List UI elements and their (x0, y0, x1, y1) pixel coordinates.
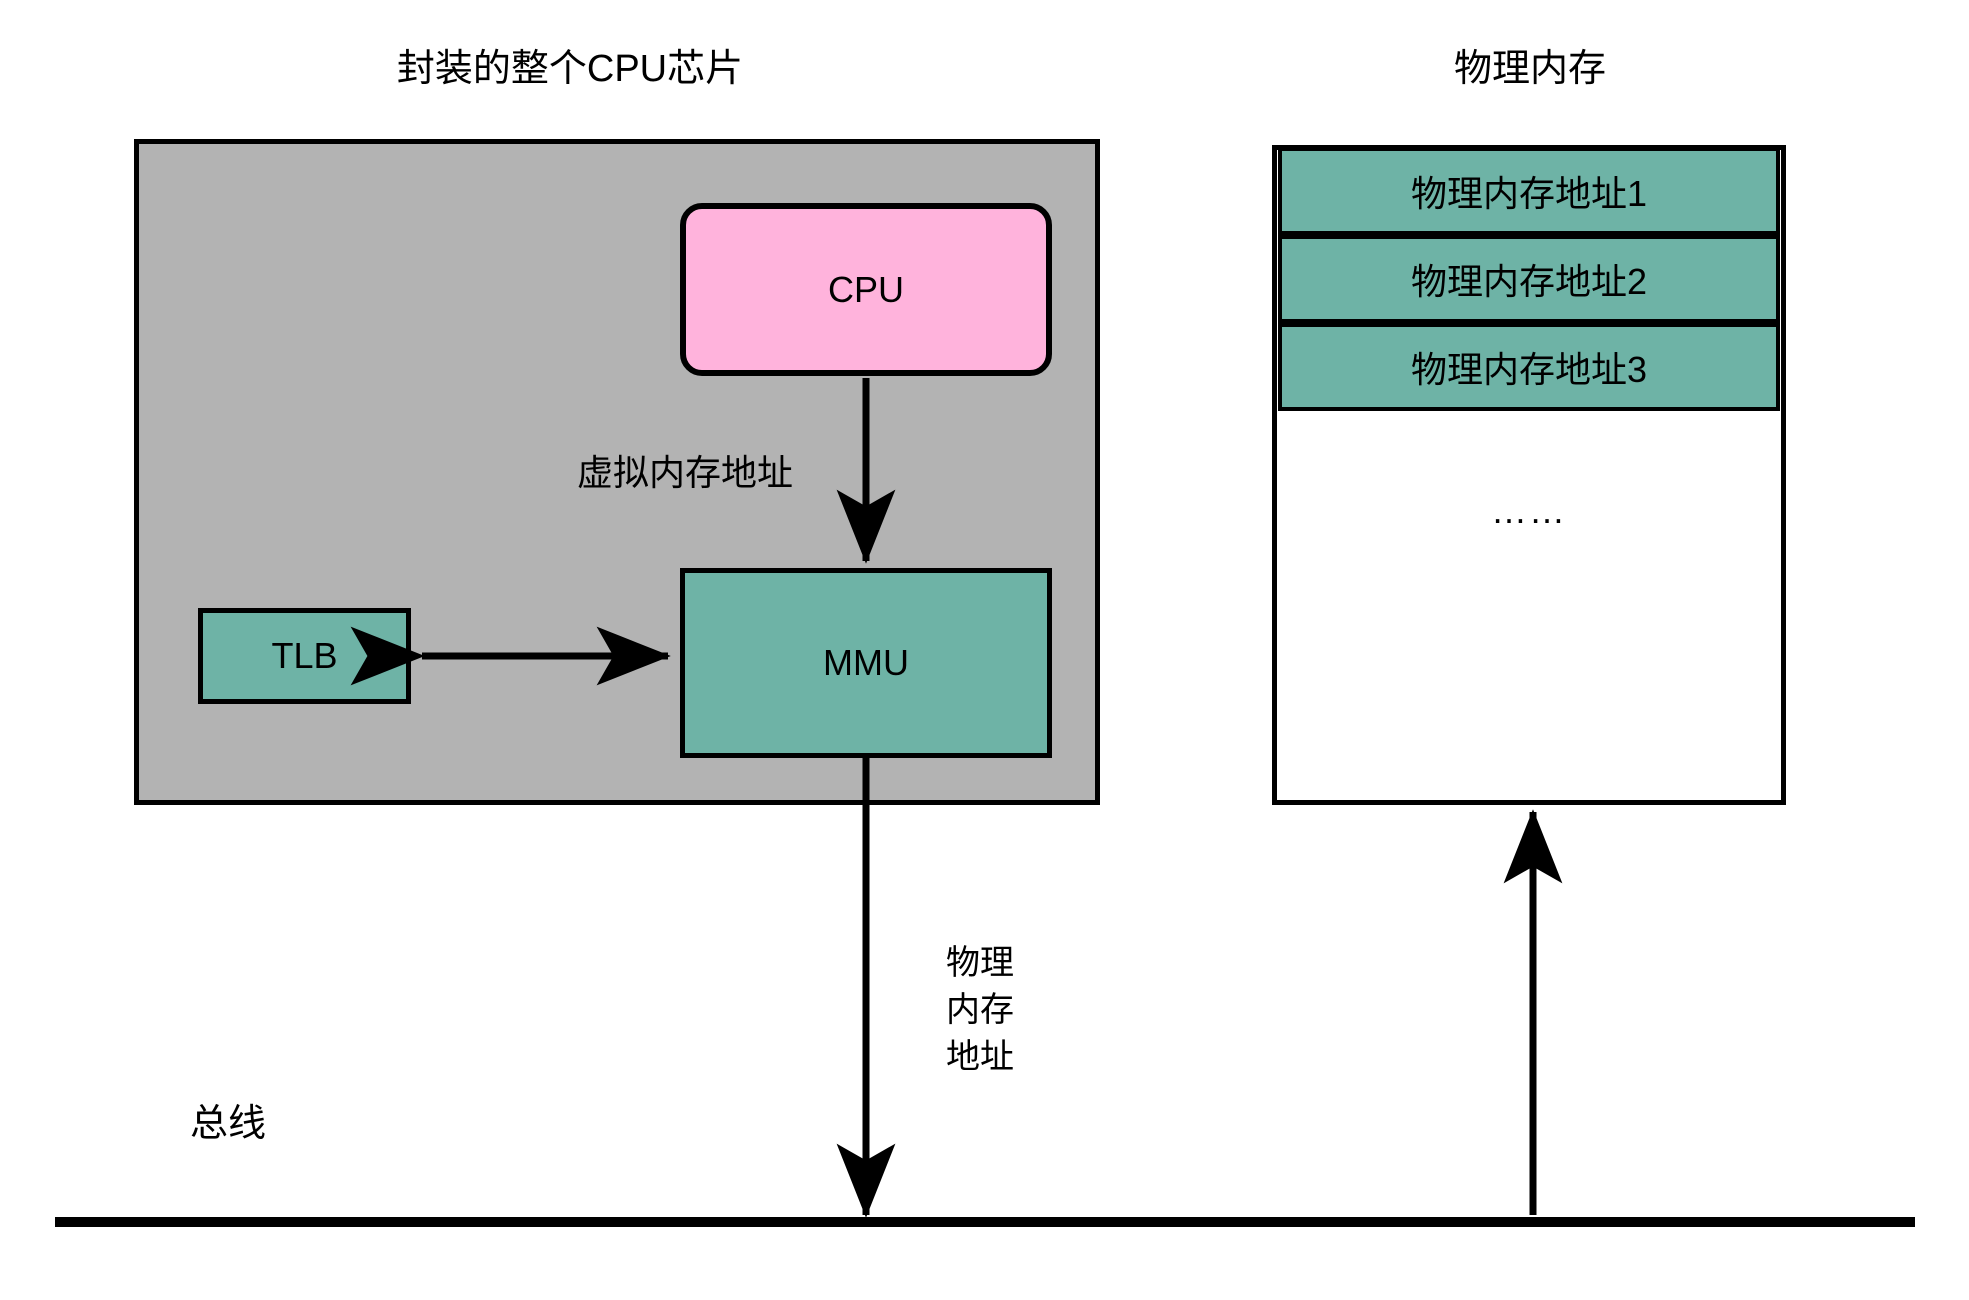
memory-cell-2[interactable]: 物理内存地址2 (1278, 235, 1780, 323)
cpu-block[interactable]: CPU (680, 203, 1052, 376)
memory-ellipsis-region: …… (1278, 490, 1780, 532)
memory-ellipsis-label: …… (1491, 490, 1567, 531)
physical-address-label-line1: 物理 (946, 944, 1014, 982)
bus-label: 总线 (190, 1103, 267, 1145)
cpu-chip-title: 封装的整个CPU芯片 (396, 48, 744, 90)
mmu-block-label: MMU (823, 642, 909, 683)
memory-cell-3[interactable]: 物理内存地址3 (1278, 323, 1780, 411)
tlb-block-label: TLB (271, 635, 338, 676)
memory-cell-3-label: 物理内存地址3 (1410, 349, 1648, 390)
memory-cell-1-label: 物理内存地址1 (1410, 173, 1648, 214)
physical-address-label-line2: 内存 (946, 990, 1014, 1029)
memory-cell-1[interactable]: 物理内存地址1 (1278, 147, 1780, 235)
physical-memory-title: 物理内存 (1453, 48, 1606, 90)
cpu-block-label: CPU (827, 268, 904, 310)
mmu-block[interactable]: MMU (680, 568, 1052, 758)
memory-cell-2-label: 物理内存地址2 (1410, 261, 1648, 302)
virtual-address-label: 虚拟内存地址 (576, 452, 793, 493)
physical-address-label-line3: 地址 (946, 1037, 1014, 1076)
physical-address-label: 物理 内存 地址 (900, 940, 1060, 1081)
